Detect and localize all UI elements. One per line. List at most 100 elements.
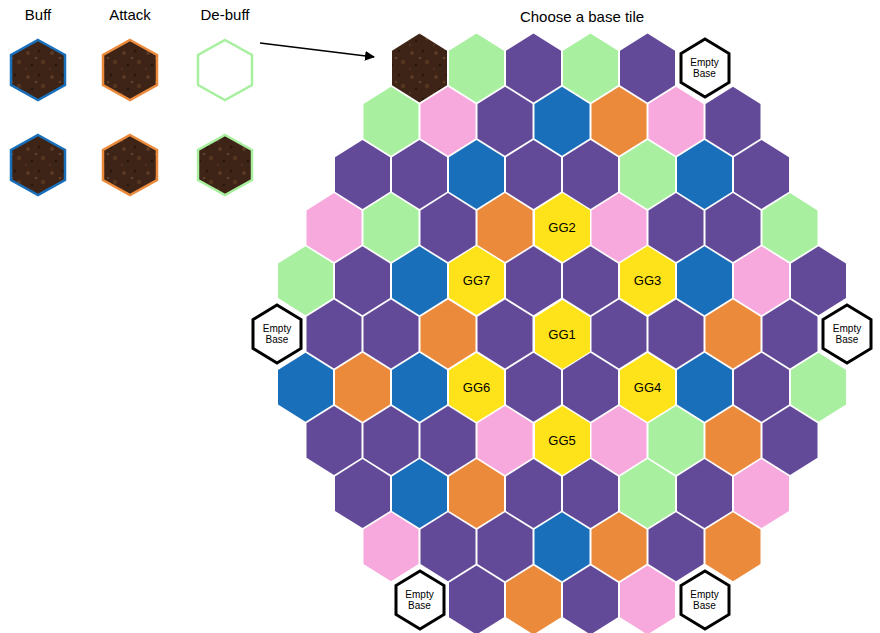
board-hex [335,353,390,422]
board-hex [421,300,476,369]
board-hex [478,512,533,581]
board-hex [620,459,675,528]
board-hex [478,406,533,475]
board-hex [307,300,362,369]
empty-base-tile: Empty Base [251,303,303,365]
board-hex [649,406,704,475]
board-hex [592,512,647,581]
board-title: Choose a base tile [520,8,644,26]
board-hex [506,246,561,315]
tile-id: GG2 [548,220,575,235]
board-hex [677,459,732,528]
board-hex [763,406,818,475]
board-hex [364,193,419,262]
tile-id: GG7 [463,273,490,288]
attack-hex [103,135,157,195]
hex-shape [823,305,871,363]
debuff-hex [198,135,252,195]
hex-shape [535,300,590,369]
board-hex [592,300,647,369]
board-hex [734,459,789,528]
tile-label: Empty Base [403,589,437,611]
board-hex [421,193,476,262]
attack-hex [103,40,157,100]
buff-hex [11,135,65,195]
board-hex [791,246,846,315]
board-hex [307,193,362,262]
hex-shape [535,406,590,475]
board-hex [563,566,618,633]
board-hex [791,353,846,422]
board-hex [278,353,333,422]
board-hex [763,193,818,262]
board-hex [392,459,447,528]
board-hex [506,34,561,103]
board-hex [649,512,704,581]
board-hex [364,406,419,475]
hex-shape [253,305,301,363]
tile-id: GG4 [634,380,661,395]
hex-shape [449,246,504,315]
hex-shape [535,193,590,262]
board-hex [706,512,761,581]
board-hex [478,193,533,262]
hex-shape [620,353,675,422]
board-hex [307,406,362,475]
tile-label: Empty Base [688,57,722,79]
board-hex [706,193,761,262]
board-hex [421,87,476,156]
board-hex [649,193,704,262]
gg-tile: GG3 [620,246,675,315]
board-hex [734,140,789,209]
hex-shape [681,571,729,629]
gg-tile: GG6 [449,353,504,422]
legend-heading: De-buff [201,6,250,24]
board-hex [278,246,333,315]
board-hex [392,140,447,209]
board-hex [706,406,761,475]
tile-id: GG3 [634,273,661,288]
board-hex [563,353,618,422]
gg-tile: GG2 [535,193,590,262]
board-hex [592,193,647,262]
board-hex [592,406,647,475]
hex-shape [681,39,729,97]
board-hex [449,459,504,528]
tile-id: GG1 [548,327,575,342]
board-hex [649,300,704,369]
board-hex [535,512,590,581]
board-hex [449,140,504,209]
board-hex [449,34,504,103]
gg-tile: GG1 [535,300,590,369]
board-hex [563,34,618,103]
board-hex [734,353,789,422]
hex-shape [396,571,444,629]
board-hex [706,87,761,156]
board-hex [677,140,732,209]
board-hex [535,87,590,156]
board-hex [506,566,561,633]
board-hex [421,512,476,581]
board-hex [620,140,675,209]
board-hex [620,566,675,633]
board-hex [734,246,789,315]
tile-label: Empty Base [688,589,722,611]
board-hex [392,246,447,315]
board-hex [364,300,419,369]
tile-label: Empty Base [260,323,294,345]
empty-base-tile: Empty Base [679,37,731,99]
hex-shape [449,353,504,422]
board-hex [706,300,761,369]
board-hex [392,34,447,103]
board-hex [392,353,447,422]
board-hex [335,140,390,209]
board-hex [649,87,704,156]
legend-heading: Attack [109,6,151,24]
board-hex [506,353,561,422]
board-hex [563,459,618,528]
board-hex [677,246,732,315]
board-hex [364,512,419,581]
empty-base-tile: Empty Base [394,569,446,631]
empty-base-tile: Empty Base [821,303,873,365]
board-hex [506,140,561,209]
